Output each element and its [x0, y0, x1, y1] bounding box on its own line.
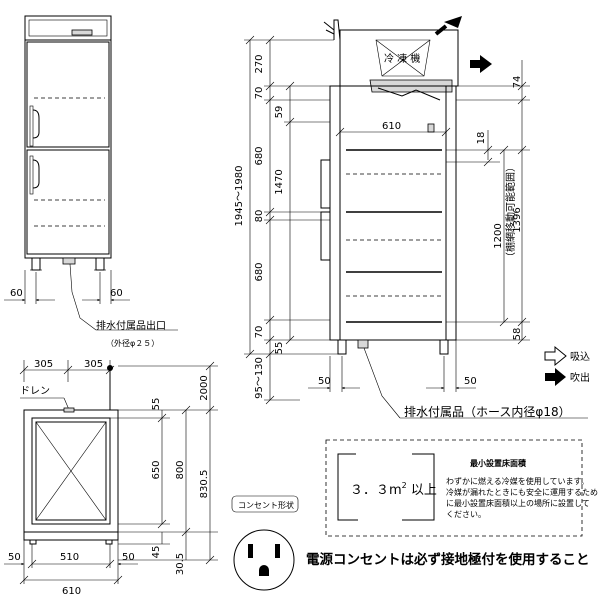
intake-arrow-icon — [544, 345, 567, 367]
lower-door — [26, 149, 110, 255]
front-leg-right — [95, 257, 105, 271]
top-dim-305-left: 305 — [34, 359, 53, 370]
front-view: 60 60 排水付属品出口 （外径φ２５） — [4, 15, 178, 348]
install-note-4: ください。 — [446, 510, 486, 519]
side-dim-55: 55 — [274, 342, 285, 355]
top-dim-50-right: 50 — [122, 552, 135, 563]
install-note-2: 冷媒が漏れたときにも安全に運用するため — [446, 487, 598, 497]
outlet-label-box — [231, 495, 299, 513]
side-leg-right — [439, 339, 449, 355]
front-top-panel — [24, 15, 112, 41]
install-area-title: 最小設置床面積 — [470, 458, 527, 468]
top-dim-610: 610 — [62, 586, 81, 597]
side-drain-leader — [363, 347, 401, 419]
side-upper-handle — [320, 159, 331, 209]
side-shelf-range: （棚網移動可能範囲） — [504, 162, 517, 262]
area-bracket-right — [402, 453, 435, 521]
exhaust-arrow-side — [470, 55, 492, 73]
side-dim-18: 18 — [476, 132, 487, 145]
top-drain-outlet — [63, 407, 75, 413]
top-dim-830-5: 830.5 — [199, 470, 210, 499]
side-dim-610: 610 — [382, 121, 401, 132]
front-drain-outlet — [62, 257, 76, 265]
top-dim-510: 510 — [60, 552, 79, 563]
legend-exhaust: 吹出 — [570, 371, 590, 384]
side-dim-270: 270 — [254, 54, 265, 73]
top-dim-2000: 2000 — [199, 375, 210, 400]
front-cabinet — [24, 39, 112, 259]
side-dim-80: 80 — [254, 210, 265, 223]
area-bracket-left — [337, 453, 358, 521]
top-interior — [31, 417, 111, 525]
shelves — [346, 149, 442, 323]
front-drain-label: 排水付属品出口 — [96, 319, 166, 332]
side-dim-58: 58 — [512, 328, 523, 341]
area-sup: 2 — [402, 481, 407, 490]
front-drain-leader — [69, 263, 97, 331]
top-dim-45: 45 — [151, 546, 162, 559]
outlet-label: コンセント形状 — [238, 500, 294, 510]
drain-pipe-top — [107, 365, 113, 371]
front-leg-left — [31, 257, 41, 271]
side-view: 冷 凍 機 — [234, 16, 588, 419]
side-dim-1945: 1945～1980 — [234, 166, 245, 227]
top-dim-305-right: 305 — [84, 359, 103, 370]
front-dim-right-60: 60 — [110, 288, 123, 299]
shelf-clip — [427, 123, 435, 133]
condenser-label: 冷 凍 機 — [384, 52, 420, 65]
top-dim-55: 55 — [151, 398, 162, 411]
install-note-1: わずかに燃える冷媒を使用しています。 — [446, 476, 589, 486]
install-note-3: に最小設置床面積以上の場所に設置して — [446, 498, 590, 508]
side-dim-95-130: 95～130 — [254, 357, 265, 399]
side-dim-50-right: 50 — [464, 376, 477, 387]
control-panel — [71, 29, 93, 36]
side-drain-outlet — [357, 339, 369, 349]
front-drain-sub: （外径φ２５） — [106, 338, 159, 348]
side-dim-1396: 1396 — [512, 207, 523, 232]
area-suffix: 以上 — [411, 483, 437, 498]
airflow-legend: 吸込 吹出 — [544, 345, 590, 386]
upper-door — [26, 41, 110, 148]
svg-text:３．３m2 以上: ３．３m2 以上 — [350, 481, 437, 498]
install-area-box: ３．３m2 以上 最小設置床面積 わずかに燃える冷媒を使用しています。 冷媒が漏… — [325, 439, 598, 537]
lower-handle-grip — [32, 159, 40, 189]
exhaust-arrow-top — [444, 16, 462, 28]
front-dim-left-60: 60 — [10, 288, 23, 299]
side-lower-handle — [320, 211, 331, 261]
side-dim-59: 59 — [274, 106, 285, 119]
upper-handle-grip — [32, 109, 40, 139]
top-dim-50-left: 50 — [8, 552, 21, 563]
legend-intake: 吸込 — [570, 351, 590, 363]
side-leg-left — [337, 339, 347, 355]
top-drain-label: ドレン — [20, 386, 50, 397]
side-dim-70-top: 70 — [254, 87, 265, 100]
side-dim-1470: 1470 — [274, 169, 285, 194]
ground-outlet-notice: 電源コンセントは必ず接地極付を使用すること — [306, 551, 590, 568]
exhaust-pipe — [333, 19, 341, 41]
outlet-icon — [233, 529, 295, 591]
side-drain-label: 排水付属品（ホース内径φ18） — [404, 405, 571, 419]
install-area-frame — [325, 439, 583, 537]
side-dim-74: 74 — [512, 76, 523, 89]
top-dim-30-5: 30.5 — [175, 553, 186, 575]
area-value: ３．３m — [350, 483, 402, 498]
outlet-shape: コンセント形状 — [231, 495, 299, 591]
upper-handle — [29, 105, 34, 147]
top-dim-800: 800 — [175, 460, 186, 479]
lower-handle — [29, 155, 34, 195]
side-dim-1200: 1200 — [493, 223, 504, 248]
side-dim-680-bottom: 680 — [254, 262, 265, 281]
top-dim-650: 650 — [151, 460, 162, 479]
side-dim-50-left: 50 — [318, 376, 331, 387]
exhaust-arrow-icon — [545, 368, 566, 386]
side-dim-680-top: 680 — [254, 146, 265, 165]
top-view: 305 305 ドレン 2000 55 650 — [4, 359, 218, 597]
side-dim-70-bottom: 70 — [254, 326, 265, 339]
